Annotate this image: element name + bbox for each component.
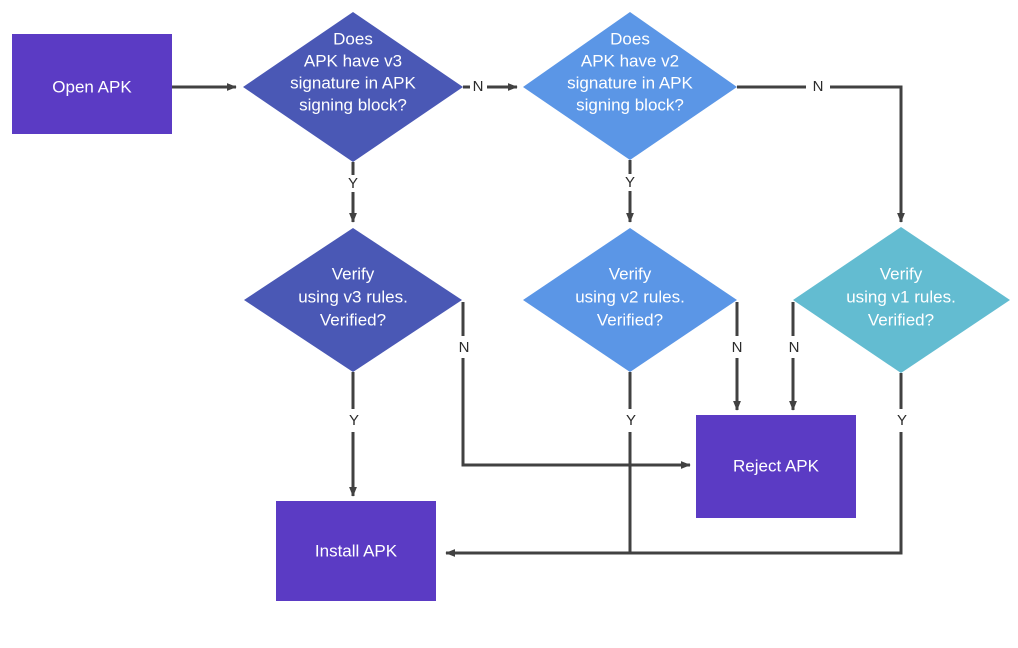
verify-v3-shape[interactable] <box>244 228 462 372</box>
node-reject-apk[interactable]: Reject APK <box>696 415 856 518</box>
node-verify-v3[interactable]: Verify using v3 rules. Verified? <box>244 228 462 372</box>
edge-label-verify-v2-no: N <box>732 339 743 356</box>
edge-label-has-v2-no: N <box>813 78 824 95</box>
has-v2-shape[interactable] <box>523 12 737 160</box>
connectors <box>172 83 905 557</box>
edge-label-has-v3-yes: Y <box>348 175 358 192</box>
edge-verify-v1-yes-to-install <box>445 432 903 557</box>
node-has-v2-signature[interactable]: Does APK have v2 signature in APK signin… <box>523 12 737 160</box>
edge-label-verify-v1-yes: Y <box>897 412 907 429</box>
edge-verify-v3-no-to-reject <box>461 358 691 469</box>
verify-v2-shape[interactable] <box>523 228 737 372</box>
edge-label-has-v3-no: N <box>473 78 484 95</box>
edge-label-verify-v3-yes: Y <box>349 412 359 429</box>
open-apk-shape[interactable] <box>12 34 172 134</box>
node-has-v3-signature[interactable]: Does APK have v3 signature in APK signin… <box>243 12 463 162</box>
edge-labels: N Y N Y N Y N Y N Y <box>348 78 907 429</box>
edge-has-v2-no-segment-b <box>830 85 905 223</box>
install-apk-shape[interactable] <box>276 501 436 601</box>
verify-v1-shape[interactable] <box>793 227 1010 373</box>
edge-label-verify-v1-no: N <box>789 339 800 356</box>
node-install-apk[interactable]: Install APK <box>276 501 436 601</box>
reject-apk-shape[interactable] <box>696 415 856 518</box>
has-v3-shape[interactable] <box>243 12 463 162</box>
node-verify-v1[interactable]: Verify using v1 rules. Verified? <box>793 227 1010 373</box>
node-open-apk[interactable]: Open APK <box>12 34 172 134</box>
node-verify-v2[interactable]: Verify using v2 rules. Verified? <box>523 228 737 372</box>
edge-label-has-v2-yes: Y <box>625 174 635 191</box>
edge-label-verify-v2-yes: Y <box>626 412 636 429</box>
edge-label-verify-v3-no: N <box>459 339 470 356</box>
